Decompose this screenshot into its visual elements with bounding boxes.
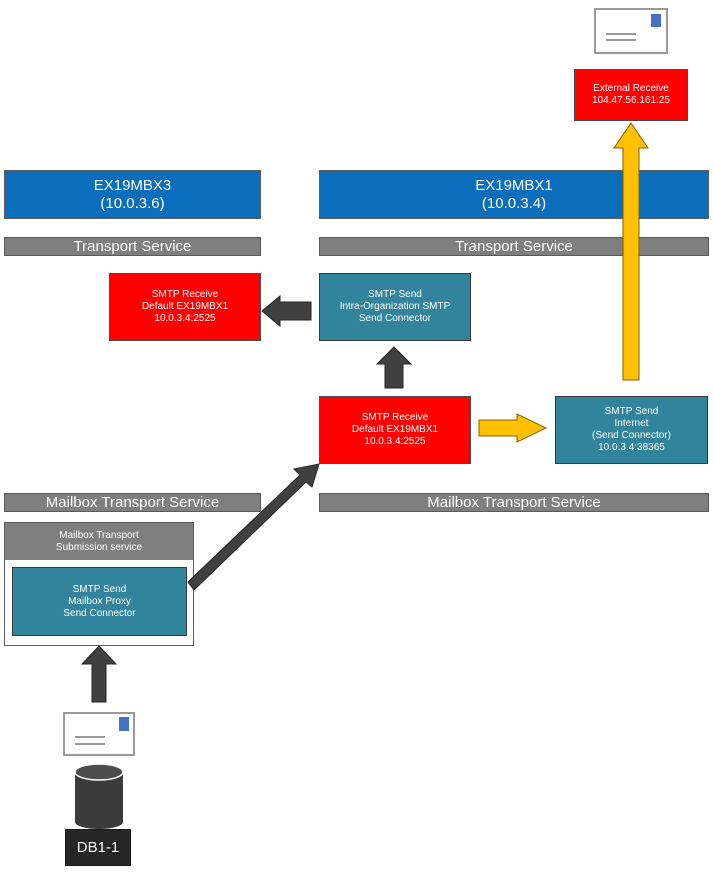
box-line: 10.0.3.4:38365 [598, 442, 665, 453]
box-line: Default EX19MBX1 [141, 301, 229, 312]
smtp-send-internet-box: SMTP Send Internet (Send Connector) 10.0… [555, 396, 708, 464]
arrow-up-intra-org [375, 346, 413, 389]
server-ip: (10.0.3.6) [100, 194, 165, 212]
server-ex19mbx3: EX19MBX3 (10.0.3.6) [4, 170, 261, 219]
server-ip: (10.0.3.4) [481, 194, 547, 212]
mailbox-transport-service-bar-right: Mailbox Transport Service [319, 493, 709, 512]
submission-service-container: Mailbox Transport Submission service SMT… [4, 522, 194, 646]
arrow-up-submission [80, 645, 118, 703]
bar-label: Mailbox Transport Service [45, 493, 220, 511]
box-line: 10.0.3.4:2525 [154, 313, 216, 324]
header-line: Submission service [55, 541, 143, 553]
server-name: EX19MBX3 [93, 176, 172, 194]
box-line: Intra-Organization SMTP [339, 301, 451, 312]
box-line: SMTP Send [604, 406, 659, 417]
box-line: SMTP Receive [151, 289, 219, 300]
bar-label: Transport Service [455, 237, 573, 255]
box-line: Send Connector [358, 313, 432, 324]
server-name: EX19MBX1 [475, 176, 553, 194]
mailbox-transport-service-bar-left: Mailbox Transport Service [4, 493, 261, 512]
transport-service-bar-right: Transport Service [319, 237, 709, 256]
database-icon [74, 763, 124, 829]
server-ex19mbx1: EX19MBX1 (10.0.3.4) [319, 170, 709, 219]
box-line: 10.0.3.4:2525 [364, 436, 426, 447]
arrow-left-to-mbx3 [261, 294, 312, 328]
transport-service-bar-left: Transport Service [4, 237, 261, 256]
smtp-receive-ex19mbx3-box: SMTP Receive Default EX19MBX1 10.0.3.4:2… [109, 273, 261, 341]
bar-label: Transport Service [73, 237, 192, 255]
submission-service-header: Mailbox Transport Submission service [5, 523, 193, 560]
envelope-icon [594, 8, 668, 54]
envelope-icon [63, 712, 135, 756]
box-line: SMTP Receive [361, 412, 429, 423]
arrow-up-to-external [613, 122, 649, 381]
header-line: Mailbox Transport [59, 529, 139, 541]
box-line: External Receive [593, 83, 669, 94]
box-line: 104.47.56.161:25 [592, 95, 670, 106]
arrow-right-to-internet [478, 413, 548, 443]
bar-label: Mailbox Transport Service [427, 493, 601, 511]
smtp-receive-ex19mbx1-box: SMTP Receive Default EX19MBX1 10.0.3.4:2… [319, 396, 471, 464]
box-line: (Send Connector) [592, 430, 671, 441]
arrow-diagonal-to-receive [187, 463, 320, 591]
box-line: Mailbox Proxy [68, 595, 131, 607]
external-receive-box: External Receive 104.47.56.161:25 [574, 69, 688, 121]
box-line: SMTP Send [368, 289, 422, 300]
box-line: Internet [614, 418, 649, 429]
database-label-text: DB1-1 [76, 839, 120, 856]
smtp-send-intra-org-box: SMTP Send Intra-Organization SMTP Send C… [319, 273, 471, 341]
box-line: Default EX19MBX1 [351, 424, 439, 435]
box-line: SMTP Send [72, 583, 127, 595]
box-line: Send Connector [63, 607, 136, 619]
smtp-send-mailbox-proxy-box: SMTP Send Mailbox Proxy Send Connector [12, 567, 187, 636]
database-label: DB1-1 [65, 829, 131, 866]
